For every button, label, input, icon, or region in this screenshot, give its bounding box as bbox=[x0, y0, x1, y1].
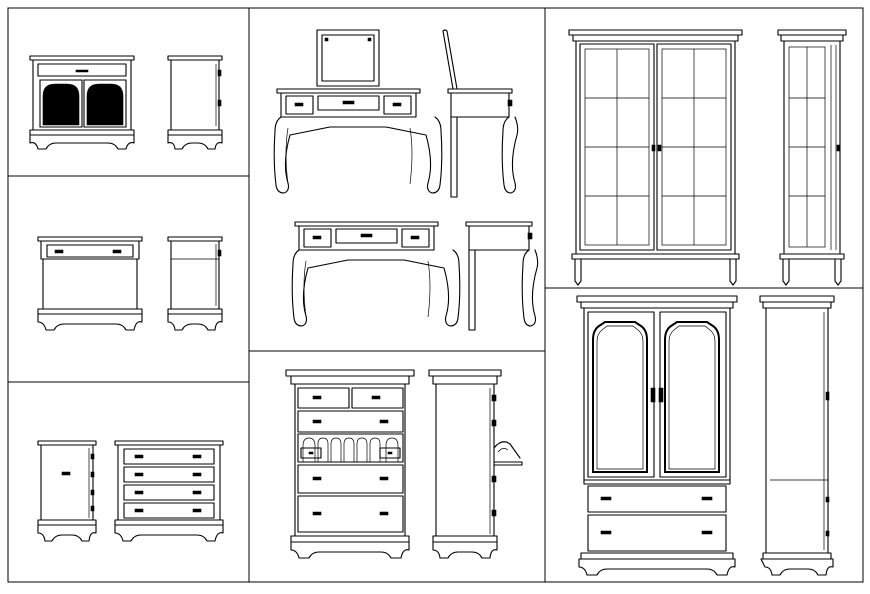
vanity-front bbox=[273, 29, 443, 194]
armoire-front bbox=[576, 295, 738, 576]
nightstand-cabinet-front bbox=[29, 55, 135, 150]
chest-side bbox=[37, 440, 97, 542]
secretary-side bbox=[428, 369, 523, 559]
secretary-front bbox=[285, 369, 415, 559]
panel-vanity-console bbox=[248, 7, 546, 352]
nightstand-table-side bbox=[167, 236, 223, 331]
panel-nightstand-table bbox=[7, 175, 250, 383]
panel-display-cabinet bbox=[544, 7, 864, 289]
armoire-side bbox=[759, 295, 835, 576]
nightstand-table-front bbox=[37, 236, 143, 331]
nightstand-cabinet-side bbox=[167, 55, 223, 150]
panel-frames bbox=[7, 7, 864, 583]
panel-armoire bbox=[544, 287, 864, 583]
console-side bbox=[465, 221, 539, 331]
display-cabinet-front bbox=[568, 29, 743, 286]
chest-front bbox=[114, 440, 224, 542]
display-cabinet-side bbox=[777, 29, 847, 286]
console-front bbox=[291, 221, 461, 327]
vanity-side bbox=[442, 29, 519, 198]
panel-secretary bbox=[248, 350, 546, 583]
